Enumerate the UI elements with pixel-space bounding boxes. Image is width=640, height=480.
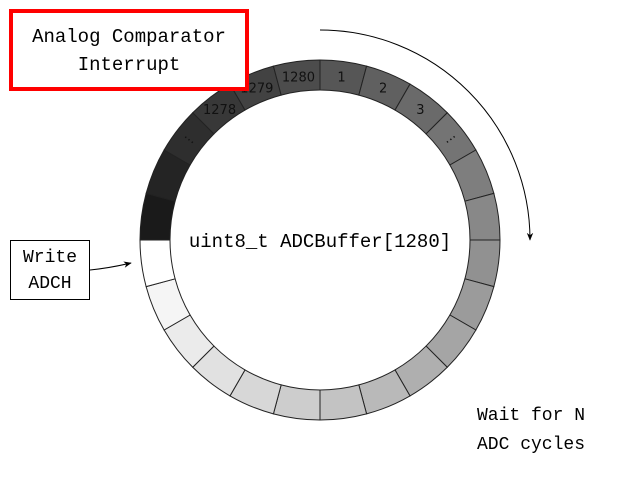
buffer-segment [139, 239, 176, 288]
wait-line2: ADC cycles [477, 435, 585, 455]
segment-label: 3 [416, 103, 424, 118]
buffer-segment [139, 192, 176, 241]
segment-label: 1280 [282, 70, 315, 85]
buffer-label: uint8_t ADCBuffer[1280] [189, 231, 451, 253]
buffer-segment [272, 384, 321, 421]
rotation-arrow [319, 29, 534, 241]
buffer-segment [464, 239, 501, 288]
buffer-segment [272, 59, 321, 96]
write-line1: Write [23, 248, 77, 268]
segment-label: 2 [379, 82, 387, 97]
buffer-segment [464, 192, 501, 241]
interrupt-line2: Interrupt [78, 54, 181, 76]
segment-label: 1278 [203, 103, 236, 118]
segment-label: 1 [337, 70, 345, 85]
write-arrow [89, 261, 132, 271]
wait-line1: Wait for N [477, 406, 585, 426]
write-box [10, 240, 90, 300]
buffer-segment [319, 384, 368, 421]
interrupt-box [9, 9, 249, 91]
write-line2: ADCH [28, 274, 71, 294]
interrupt-line1: Analog Comparator [32, 26, 226, 48]
buffer-ring [139, 59, 501, 421]
